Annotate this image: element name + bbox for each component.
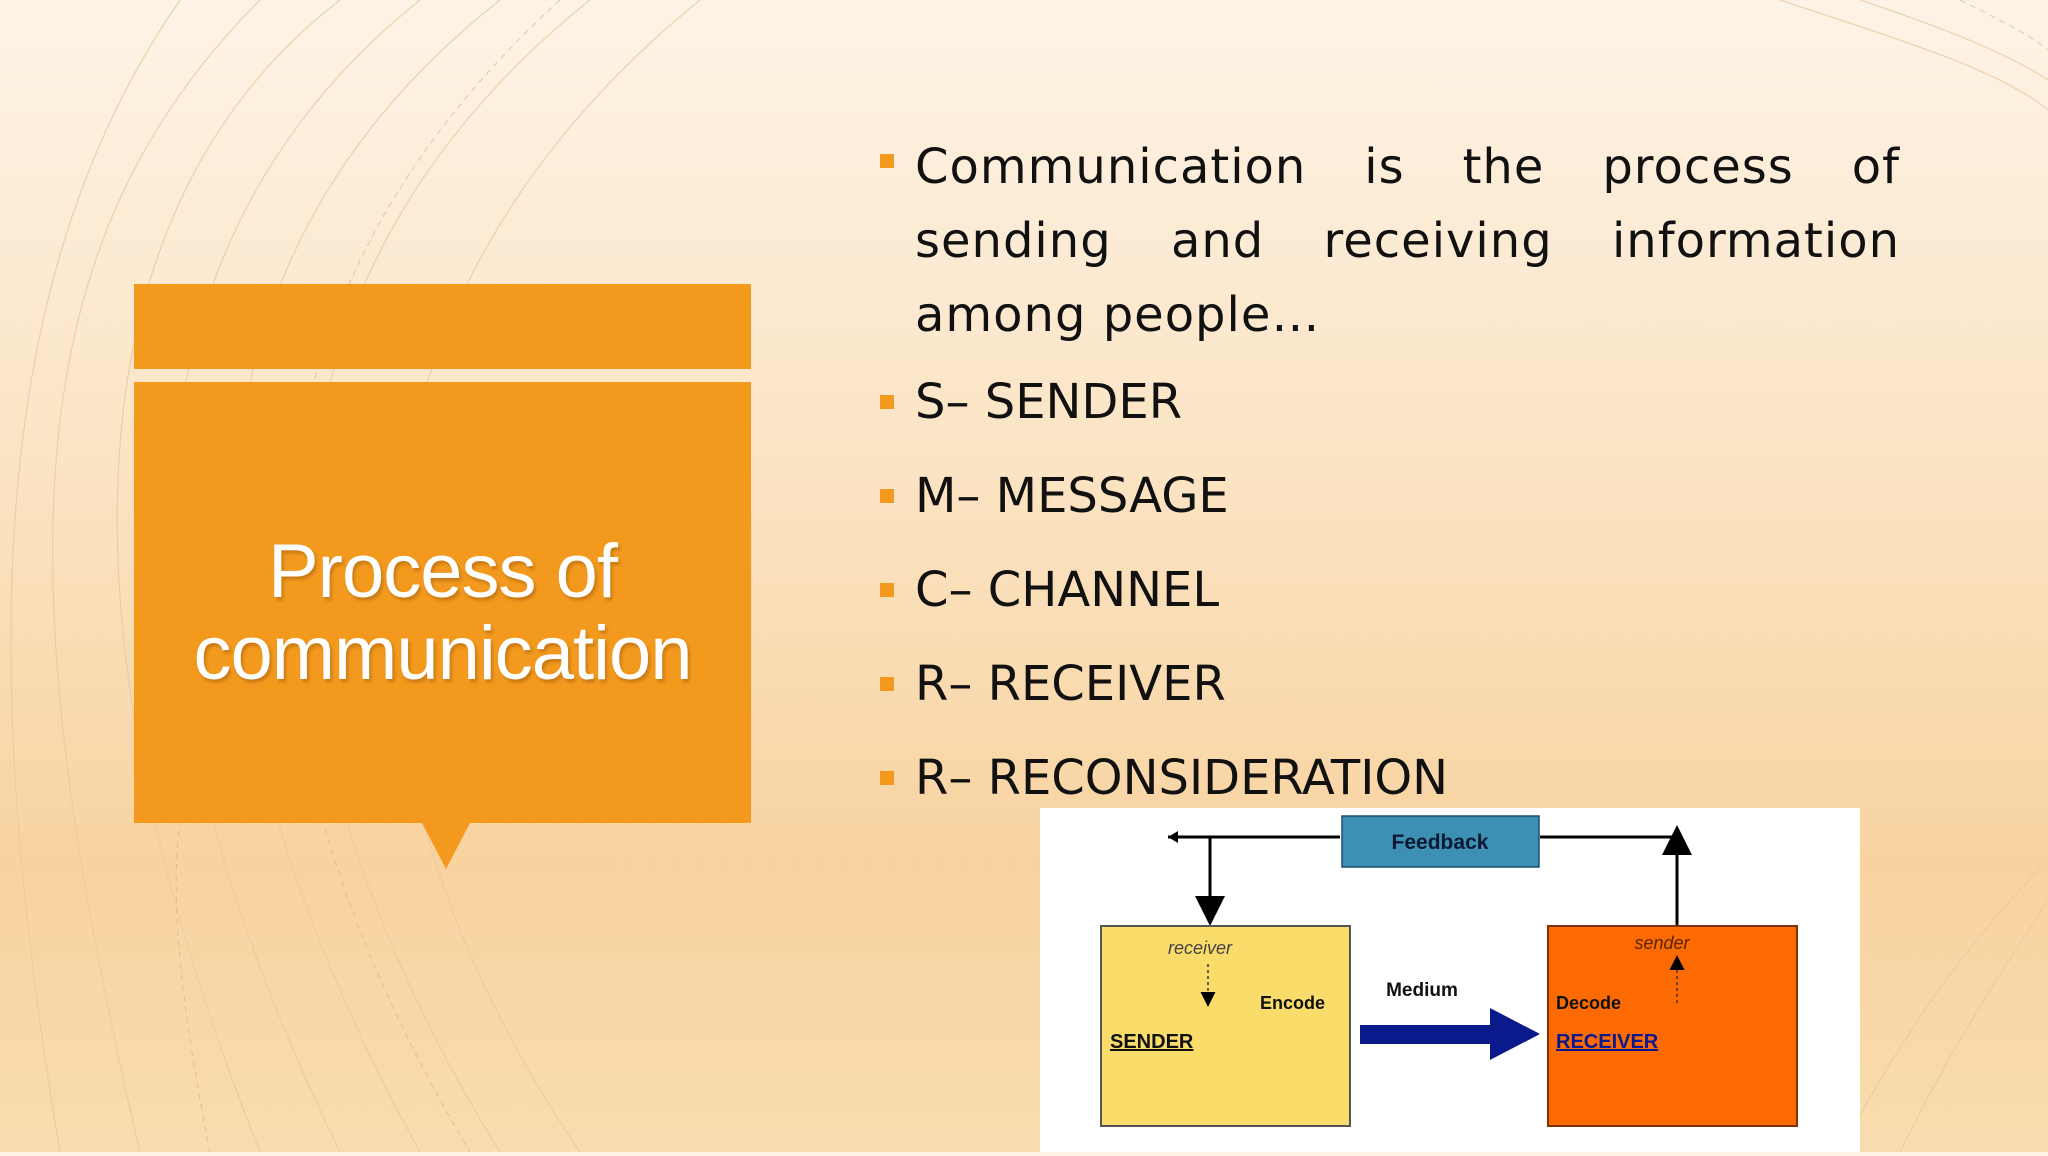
sender-box	[1100, 925, 1351, 1127]
receiver-box	[1547, 925, 1798, 1127]
bullet-text: M– MESSAGE	[915, 468, 1229, 524]
title-accent-strip	[134, 284, 751, 369]
bullet-square-icon	[880, 677, 894, 691]
medium-arrow-icon	[1360, 1008, 1540, 1060]
encode-label: Encode	[1260, 993, 1325, 1013]
receiver-role-label: RECEIVER	[1556, 1031, 1659, 1053]
bullet-text: R– RECEIVER	[915, 656, 1226, 712]
bullet-text: C– CHANNEL	[915, 562, 1220, 618]
sender-box-top-label: receiver	[1168, 938, 1233, 958]
bullet-square-icon	[880, 154, 894, 168]
sender-role-label: SENDER	[1110, 1031, 1194, 1053]
bullet-square-icon	[880, 395, 894, 409]
feedback-box	[1341, 815, 1540, 868]
medium-label: Medium	[1386, 980, 1458, 1001]
bullet-item: M– MESSAGE	[878, 466, 1900, 526]
slide-title: Process of communication	[193, 528, 692, 696]
bullet-item: R– RECEIVER	[878, 654, 1900, 714]
bullet-list: Communication is the process of sending …	[878, 130, 1900, 808]
bullet-square-icon	[880, 489, 894, 503]
title-callout-box: Process of communication	[134, 382, 751, 869]
bullet-square-icon	[880, 771, 894, 785]
decode-label: Decode	[1556, 993, 1621, 1013]
bullet-item: Communication is the process of sending …	[878, 130, 1900, 352]
bullet-text: S– SENDER	[915, 374, 1183, 430]
feedback-arrowhead-left	[1168, 831, 1178, 843]
feedback-label: Feedback	[1392, 831, 1489, 854]
bullet-item: C– CHANNEL	[878, 560, 1900, 620]
communication-diagram: Feedback receiver Encode SENDER Medium s…	[1040, 808, 1860, 1152]
diagram-canvas: Feedback receiver Encode SENDER Medium s…	[1100, 815, 1798, 1127]
bullet-text: R– RECONSIDERATION	[915, 750, 1449, 806]
bullet-item: R– RECONSIDERATION	[878, 748, 1900, 808]
bullet-text: Communication is the process of sending …	[915, 139, 1900, 343]
bullet-square-icon	[880, 583, 894, 597]
receiver-box-top-label: sender	[1634, 933, 1690, 953]
bullet-item: S– SENDER	[878, 372, 1900, 432]
